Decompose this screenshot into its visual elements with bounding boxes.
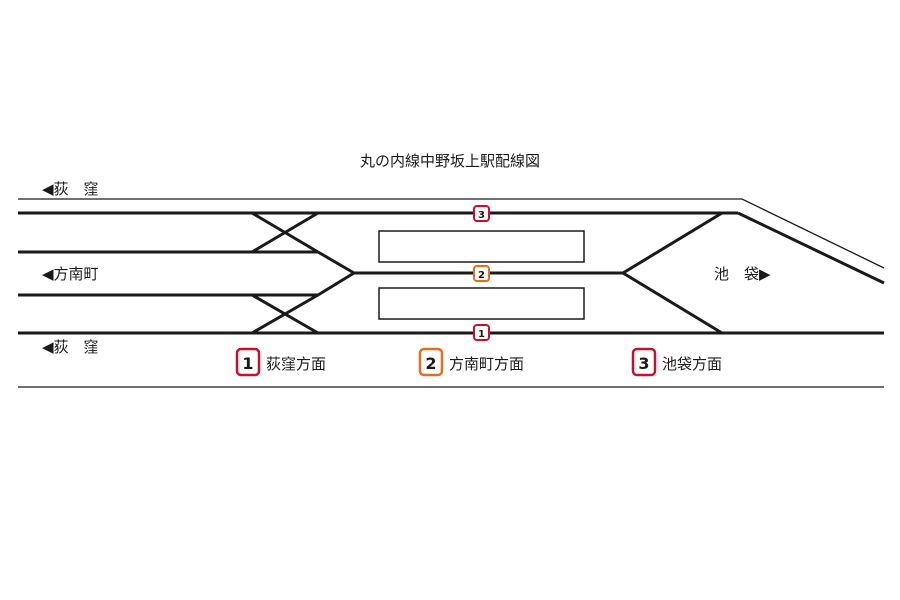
diagram-title: 丸の内線中野坂上駅配線図 (360, 152, 540, 170)
track-3-ikebukuro-line (737, 211, 885, 285)
legend-label-3: 池袋方面 (662, 355, 722, 373)
track-marker-3-label: 3 (478, 210, 485, 221)
east-junction-lower (622, 271, 723, 335)
platform-upper (378, 230, 585, 263)
direction-ogikubo-bottom: ◀荻 窪 (42, 338, 99, 356)
track-marker-2-label: 2 (478, 270, 485, 281)
direction-ogikubo-top: ◀荻 窪 (42, 180, 99, 198)
track-marker-3: 3 (473, 205, 490, 222)
track-marker-1-label: 1 (478, 329, 485, 340)
legend-number-1: 1 (242, 354, 253, 373)
lower-crossover-b (251, 293, 319, 335)
legend-number-2: 2 (425, 354, 436, 373)
direction-ikebukuro: 池 袋▶ (714, 265, 771, 283)
legend-item-3: 3 池袋方面 (631, 347, 722, 377)
legend-number-3: 3 (638, 354, 649, 373)
legend-item-2: 2 方南町方面 (418, 347, 524, 377)
honancho-upper-junction (317, 250, 355, 275)
honancho-lower-junction (317, 271, 355, 297)
track-marker-2: 2 (473, 265, 490, 282)
direction-honancho: ◀方南町 (42, 265, 99, 283)
top-boundary-line (18, 198, 885, 269)
east-junction-upper (622, 211, 723, 275)
platform-lower (378, 287, 585, 320)
legend-item-1: 1 荻窪方面 (235, 347, 326, 377)
legend-label-2: 方南町方面 (449, 355, 524, 373)
legend-label-1: 荻窪方面 (266, 355, 326, 373)
track-marker-1: 1 (473, 324, 490, 341)
upper-crossover-b (251, 211, 319, 254)
